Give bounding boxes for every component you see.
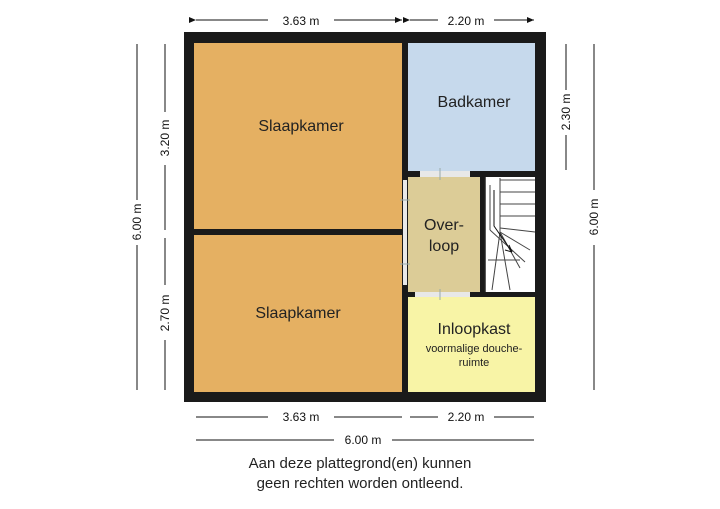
dim-bottom-total: 6.00 m	[345, 433, 382, 447]
landing-label-line1: Over-	[424, 217, 464, 234]
room-bathroom	[408, 43, 535, 171]
bedroom-bottom-label: Slaapkamer	[255, 305, 341, 322]
dim-left-lower: 2.70 m	[158, 295, 172, 332]
dim-bottom-left: 3.63 m	[283, 410, 320, 424]
disclaimer-line1: Aan deze plattegrond(en) kunnen	[248, 455, 472, 472]
walkin-label: Inloopkast	[438, 321, 511, 338]
bathroom-label: Badkamer	[438, 94, 512, 111]
landing-label-line2: loop	[429, 238, 459, 255]
walkin-sub-line1: voormalige douche-	[426, 343, 523, 355]
dim-left-upper: 3.20 m	[158, 120, 172, 157]
room-bedroom-top	[194, 43, 402, 229]
dim-right-total: 6.00 m	[587, 199, 601, 236]
room-landing	[408, 177, 480, 292]
dimension-lines	[136, 17, 595, 441]
room-bedroom-bottom	[194, 235, 402, 392]
disclaimer-line2: geen rechten worden ontleend.	[256, 475, 464, 492]
dim-top-left: 3.63 m	[283, 14, 320, 28]
door-marks	[400, 168, 470, 300]
dim-bottom-right: 2.20 m	[448, 410, 485, 424]
bedroom-top-label: Slaapkamer	[258, 118, 344, 135]
walkin-sub-line2: ruimte	[459, 357, 490, 369]
dim-left-total: 6.00 m	[130, 204, 144, 241]
room-walkin-closet	[408, 297, 535, 392]
dim-right-upper: 2.30 m	[559, 94, 573, 131]
dim-top-right: 2.20 m	[448, 14, 485, 28]
staircase	[484, 177, 536, 292]
